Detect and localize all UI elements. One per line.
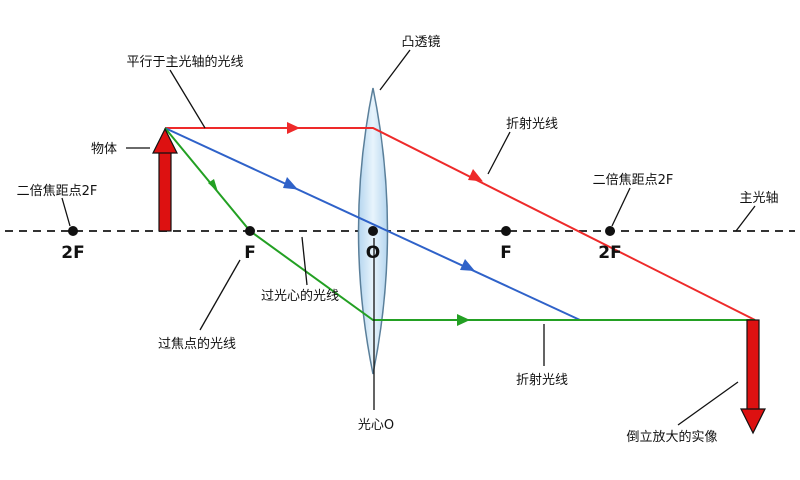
label-2f-right: 2F xyxy=(598,243,621,263)
label-object: 物体 xyxy=(91,142,117,157)
arrow-parallel-ray xyxy=(287,122,300,134)
arrow-refracted-top xyxy=(468,169,483,182)
label-optical-center: 光心O xyxy=(358,418,394,433)
label-lens: 凸透镜 xyxy=(401,35,440,50)
label-f-right: F xyxy=(500,243,512,263)
arrow-center-ray-1 xyxy=(283,177,298,190)
leader-focal-ray xyxy=(199,259,241,331)
label-parallel-ray: 平行于主光轴的光线 xyxy=(126,54,243,70)
label-center-ray: 过光心的光线 xyxy=(261,288,339,304)
label-image: 倒立放大的实像 xyxy=(626,429,717,445)
leader-2f-right xyxy=(611,187,631,227)
point-o xyxy=(368,226,378,236)
label-2f-left-desc: 二倍焦距点2F xyxy=(17,184,98,199)
image-arrow-head xyxy=(740,408,766,435)
object-arrow-head xyxy=(152,127,178,154)
focal-ray xyxy=(164,127,755,321)
label-f-left: F xyxy=(244,243,256,263)
leader-2f-left xyxy=(61,197,71,227)
leader-lines xyxy=(61,49,756,426)
point-f-left xyxy=(245,226,255,236)
center-ray xyxy=(164,127,581,321)
label-refracted-top: 折射光线 xyxy=(506,116,558,132)
leader-lens xyxy=(379,49,411,91)
arrow-focal-ray xyxy=(208,179,218,192)
arrow-refracted-bottom xyxy=(457,314,470,326)
parallel-ray xyxy=(165,127,756,321)
leader-axis xyxy=(735,205,756,232)
label-refracted-bottom: 折射光线 xyxy=(516,372,568,388)
leader-image xyxy=(677,381,739,426)
label-principal-axis: 主光轴 xyxy=(739,191,778,206)
point-f-right xyxy=(501,226,511,236)
point-2f-left xyxy=(68,226,78,236)
label-o: O xyxy=(366,243,380,263)
label-2f-left: 2F xyxy=(61,243,84,263)
image-arrow-shaft xyxy=(746,319,760,411)
label-focal-ray: 过焦点的光线 xyxy=(158,336,236,352)
arrow-center-ray-2 xyxy=(460,259,475,271)
leader-center-ray xyxy=(301,236,308,286)
point-2f-right xyxy=(605,226,615,236)
leader-parallel-ray xyxy=(169,69,206,129)
leader-refracted-top xyxy=(487,131,511,175)
label-2f-right-desc: 二倍焦距点2F xyxy=(593,173,674,188)
object-arrow-shaft xyxy=(158,151,172,232)
